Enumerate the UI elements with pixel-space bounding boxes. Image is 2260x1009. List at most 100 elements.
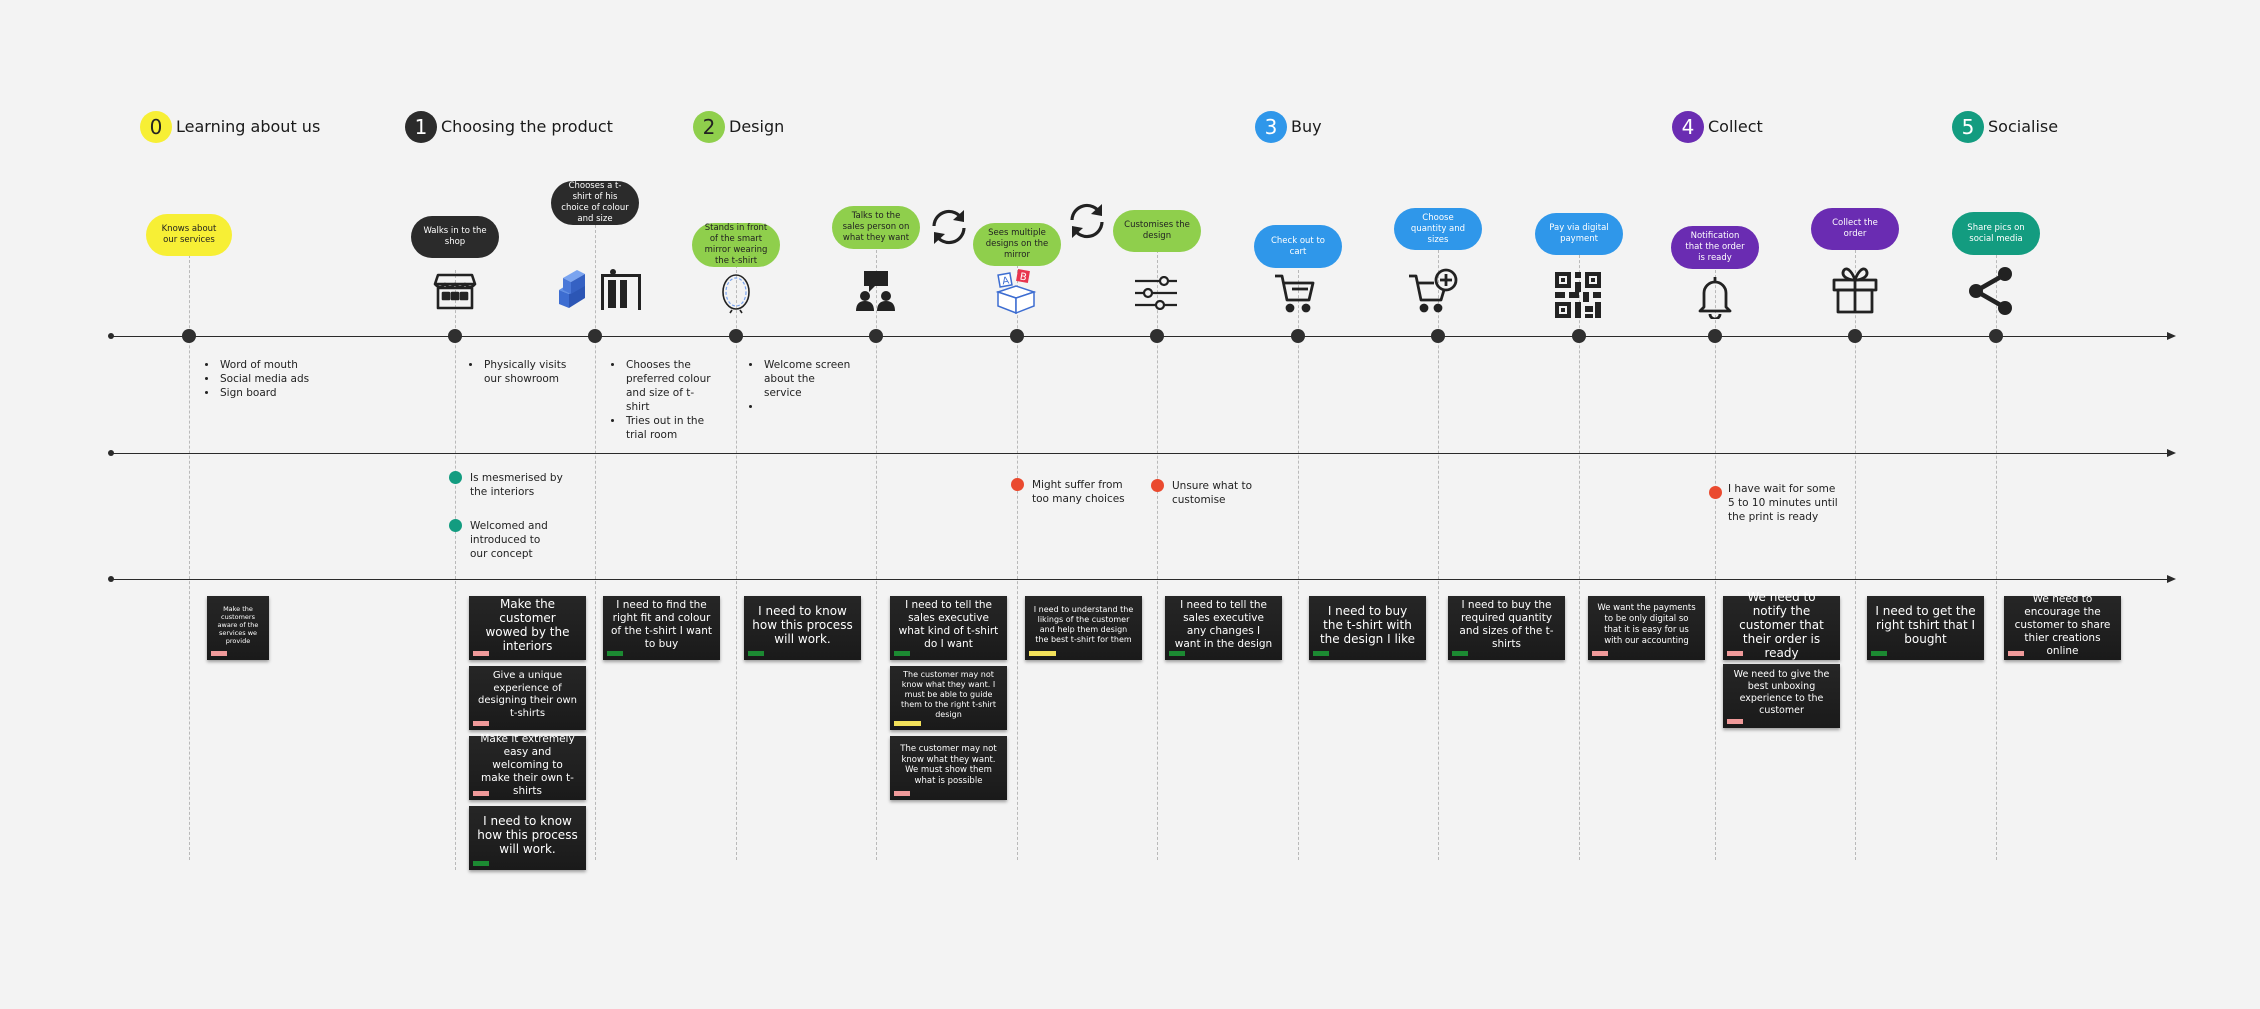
- sticky-text: Make the customers aware of the services…: [217, 605, 259, 645]
- svg-text:B: B: [1019, 272, 1028, 284]
- mirror-icon: [720, 272, 752, 314]
- sticky-note[interactable]: The customer may not know what they want…: [890, 666, 1007, 730]
- touchpoint-dot: [1150, 329, 1164, 343]
- action-item: Word of mouth: [218, 358, 338, 372]
- sticky-note[interactable]: We need to encourage the customer to sha…: [2004, 592, 2121, 660]
- negative-emotion-dot: [1709, 486, 1722, 499]
- touchpoint-bubble: Pay via digital payment: [1535, 213, 1623, 255]
- sticky-note[interactable]: We need to notify the customer that thei…: [1723, 590, 1840, 660]
- sticky-note[interactable]: I need to tell the sales executive any c…: [1165, 596, 1282, 660]
- touchpoint-bubble: Sees multiple designs on the mirror: [973, 223, 1061, 266]
- emotion-text: I have wait for some 5 to 10 minutes unt…: [1728, 483, 1838, 523]
- sticky-tag: [1313, 651, 1329, 656]
- touchpoint-bubble: Chooses a t-shirt of his choice of colou…: [551, 181, 639, 225]
- gift-icon: [1832, 266, 1878, 314]
- sticky-tag: [1169, 651, 1185, 656]
- guide-line: [1438, 240, 1439, 860]
- sticky-text: Make it extremely easy and welcoming to …: [480, 732, 575, 797]
- sticky-tag: [748, 651, 764, 656]
- sticky-tag: [1727, 651, 1743, 656]
- cart-add-icon: [1408, 266, 1460, 316]
- sticky-tag: [1871, 651, 1887, 656]
- guide-line: [736, 260, 737, 860]
- touchpoint-dot: [869, 329, 883, 343]
- sliders-icon: [1134, 276, 1178, 310]
- touchpoint-bubble: Choose quantity and sizes: [1394, 208, 1482, 250]
- touchpoint-bubble: Check out to cart: [1254, 225, 1342, 268]
- action-item: Tries out in the trial room: [624, 414, 716, 442]
- sticky-note[interactable]: I need to know how this process will wor…: [744, 596, 861, 660]
- sticky-note[interactable]: I need to buy the required quantity and …: [1448, 596, 1565, 660]
- sticky-text: I need to know how this process will wor…: [752, 604, 853, 646]
- stage-number-badge: 1: [405, 111, 437, 143]
- sticky-note[interactable]: The customer may not know what they want…: [890, 736, 1007, 800]
- guide-line: [455, 270, 456, 870]
- shop-icon: [433, 272, 477, 310]
- guide-line: [1996, 240, 1997, 860]
- sticky-text: I need to tell the sales executive any c…: [1174, 599, 1273, 650]
- touchpoint-bubble: Knows about our services: [146, 214, 232, 256]
- positive-emotion-dot: [449, 519, 462, 532]
- touchpoint-dot: [182, 329, 196, 343]
- sticky-note[interactable]: I need to buy the t-shirt with the desig…: [1309, 596, 1426, 660]
- guide-line: [1017, 260, 1018, 860]
- negative-emotion-dot: [1011, 478, 1024, 491]
- sticky-text: We want the payments to be only digital …: [1597, 603, 1696, 646]
- touchpoint-bubble: Walks in to the shop: [411, 216, 499, 258]
- sticky-note[interactable]: I need to find the right fit and colour …: [603, 596, 720, 660]
- touchpoint-bubble: Talks to the sales person on what they w…: [832, 206, 920, 249]
- action-item: [762, 400, 854, 414]
- sticky-text: We need to encourage the customer to sha…: [2014, 592, 2111, 657]
- sticky-text: I need to buy the t-shirt with the desig…: [1319, 604, 1416, 646]
- sticky-note[interactable]: Make it extremely easy and welcoming to …: [469, 732, 586, 800]
- sticky-tag: [1029, 651, 1056, 656]
- refresh-icon: [926, 204, 972, 250]
- sticky-text: I need to buy the required quantity and …: [1459, 599, 1554, 650]
- action-list: Physically visits our showroom: [470, 358, 578, 386]
- sticky-note[interactable]: I need to tell the sales executive what …: [890, 596, 1007, 660]
- stage-label: Choosing the product: [441, 117, 613, 136]
- sticky-text: I need to find the right fit and colour …: [611, 599, 712, 650]
- sticky-note[interactable]: I need to understand the likings of the …: [1025, 596, 1142, 660]
- stage-number-badge: 0: [140, 111, 172, 143]
- action-item: Welcome screen about the service: [762, 358, 854, 400]
- touchpoint-dot: [1572, 329, 1586, 343]
- clothes-rack-icon: [555, 268, 645, 312]
- sticky-note[interactable]: Give a unique experience of designing th…: [469, 666, 586, 730]
- guide-line: [189, 245, 190, 860]
- touchpoint-dot: [588, 329, 602, 343]
- sticky-note[interactable]: I need to know how this process will wor…: [469, 806, 586, 870]
- sticky-note[interactable]: I need to get the right tshirt that I bo…: [1867, 596, 1984, 660]
- conversation-icon: [855, 270, 897, 312]
- sticky-text: Give a unique experience of designing th…: [478, 670, 577, 719]
- action-list: Chooses the preferred colour and size of…: [612, 358, 716, 442]
- sticky-tag: [1727, 719, 1743, 724]
- action-item: Social media ads: [218, 372, 338, 386]
- touchpoint-dot: [448, 329, 462, 343]
- positive-emotion-dot: [449, 471, 462, 484]
- emotion-text: Welcomed and introduced to our concept: [470, 520, 548, 560]
- sticky-note[interactable]: Make the customer wowed by the interiors: [469, 596, 586, 660]
- stage-label: Design: [729, 117, 785, 136]
- sticky-text: I need to tell the sales executive what …: [898, 599, 999, 650]
- svg-text:A: A: [1001, 275, 1010, 287]
- sticky-text: We need to give the best unboxing experi…: [1733, 669, 1830, 716]
- sticky-note[interactable]: Make the customers aware of the services…: [207, 596, 269, 660]
- sticky-note[interactable]: We want the payments to be only digital …: [1588, 596, 1705, 660]
- stage-number-badge: 3: [1255, 111, 1287, 143]
- touchpoint-bubble: Collect the order: [1811, 208, 1899, 250]
- sticky-text: The customer may not know what they want…: [900, 744, 997, 786]
- sticky-tag: [1452, 651, 1468, 656]
- sticky-tag: [894, 791, 910, 796]
- share-icon: [1966, 266, 2016, 316]
- action-item: Chooses the preferred colour and size of…: [624, 358, 716, 414]
- sticky-text: I need to understand the likings of the …: [1033, 605, 1134, 644]
- emotion-text: Is mesmerised by the interiors: [470, 472, 563, 498]
- emotion-text: Unsure what to customise: [1172, 480, 1253, 506]
- sticky-tag: [473, 861, 489, 866]
- touchpoint-bubble: Share pics on social media: [1952, 212, 2040, 255]
- action-item: Physically visits our showroom: [482, 358, 578, 386]
- stage-number-badge: 2: [693, 111, 725, 143]
- sticky-note[interactable]: We need to give the best unboxing experi…: [1723, 664, 1840, 728]
- touchpoint-dot: [1848, 329, 1862, 343]
